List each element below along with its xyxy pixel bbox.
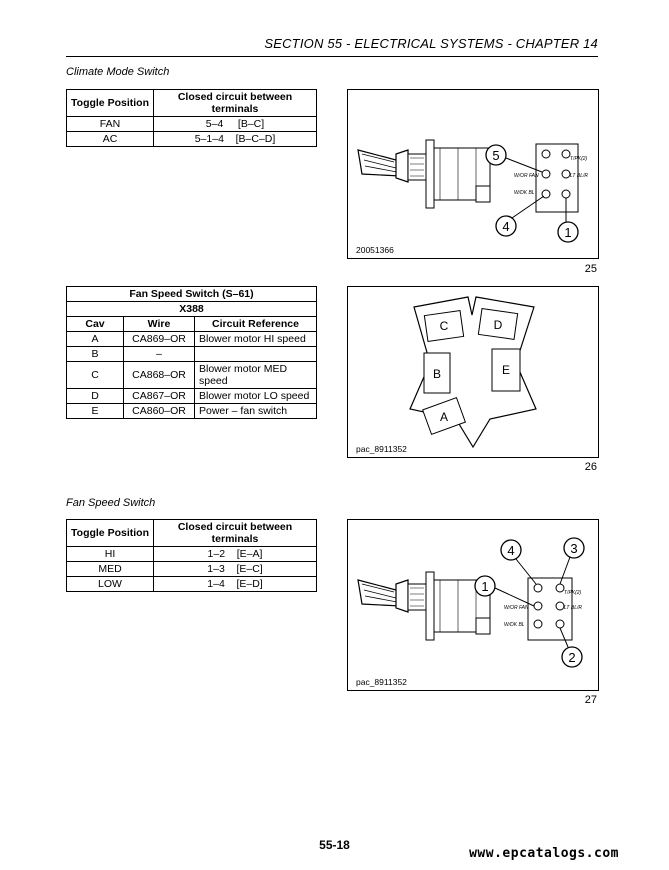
col-toggle-position: Toggle Position — [66, 519, 154, 547]
climate-switch-illustration: 5 4 1 T/PK(2) W/OR FAN LT BL/R W/DK BL — [357, 139, 588, 243]
wire: CA867–OR — [123, 388, 195, 404]
fan-switch-illustration: 4 3 1 2 T/PK(2) W/OR FAN LT BL/R W/DK BL — [357, 537, 585, 668]
col-toggle-position: Toggle Position — [66, 89, 154, 117]
col-closed-circuit: Closed circuit between terminals — [153, 519, 317, 547]
toggle-position: LOW — [66, 576, 154, 592]
wire-label: LT BL/R — [570, 173, 588, 179]
col-circuit-reference: Circuit Reference — [194, 316, 317, 332]
wire-label: T/PK(2) — [570, 156, 588, 162]
figure-id: pac_8911352 — [356, 444, 407, 454]
cavity-c: C — [440, 319, 449, 333]
callout-1: 1 — [481, 579, 488, 594]
figure-number: 27 — [584, 694, 597, 706]
wire-label: W/OR FAN — [514, 173, 539, 179]
table-row: B– — [66, 346, 317, 362]
toggle-position: MED — [66, 561, 154, 577]
figure-number: 25 — [584, 263, 597, 275]
circuit-reference — [194, 346, 317, 362]
closed-circuit: 5–4 [B–C] — [153, 116, 317, 132]
climate-mode-heading: Climate Mode Switch — [66, 66, 170, 78]
toggle-position: FAN — [66, 116, 154, 132]
table-row: AC 5–1–4 [B–C–D] — [66, 131, 317, 147]
col-wire: Wire — [123, 316, 195, 332]
connector-id: X388 — [66, 301, 317, 317]
table-row: MED 1–3 [E–C] — [66, 561, 317, 577]
page-header: SECTION 55 - ELECTRICAL SYSTEMS - CHAPTE… — [264, 36, 598, 51]
closed-circuit: 1–3 [E–C] — [153, 561, 317, 577]
figure-number: 26 — [584, 461, 597, 473]
table-title: Fan Speed Switch (S–61) — [66, 286, 317, 302]
toggle-position: AC — [66, 131, 154, 147]
wire-label: T/PK(2) — [564, 590, 582, 596]
cavity-d: D — [494, 318, 503, 332]
table-row: HI 1–2 [E–A] — [66, 546, 317, 562]
cavity-b: B — [433, 367, 441, 381]
fan-speed-heading: Fan Speed Switch — [66, 497, 156, 509]
watermark-site: www.epcatalogs.com — [469, 846, 619, 861]
figure-25: 5 4 1 T/PK(2) W/OR FAN LT BL/R W/DK BL 2… — [347, 89, 599, 259]
wire-label: W/DK BL — [504, 622, 525, 628]
wire-label: W/DK BL — [514, 190, 535, 196]
cavity-a: A — [440, 410, 448, 424]
closed-circuit: 1–4 [E–D] — [153, 576, 317, 592]
fan-speed-connector-table: Fan Speed Switch (S–61) X388 Cav Wire Ci… — [66, 286, 317, 419]
figure-27: 4 3 1 2 T/PK(2) W/OR FAN LT BL/R W/DK BL… — [347, 519, 599, 691]
page-number: 55-18 — [319, 838, 350, 852]
cav: A — [66, 331, 124, 347]
climate-mode-table: Toggle Position Closed circuit between t… — [66, 89, 317, 147]
col-cav: Cav — [66, 316, 124, 332]
callout-2: 2 — [568, 650, 575, 665]
callout-3: 3 — [570, 541, 577, 556]
table-row: LOW 1–4 [E–D] — [66, 576, 317, 592]
cav: E — [66, 403, 124, 419]
callout-4: 4 — [502, 219, 509, 234]
closed-circuit: 1–2 [E–A] — [153, 546, 317, 562]
wire: CA868–OR — [123, 361, 195, 389]
figure-id: 20051366 — [356, 245, 394, 255]
cav: B — [66, 346, 124, 362]
circuit-reference: Blower motor LO speed — [194, 388, 317, 404]
col-closed-circuit: Closed circuit between terminals — [153, 89, 317, 117]
table-row: FAN 5–4 [B–C] — [66, 116, 317, 132]
circuit-reference: Blower motor HI speed — [194, 331, 317, 347]
figure-26: C D B E A pac_8911352 — [347, 286, 599, 458]
wire: CA869–OR — [123, 331, 195, 347]
cav: C — [66, 361, 124, 389]
callout-1: 1 — [564, 225, 571, 240]
cavity-e: E — [502, 363, 510, 377]
wire-label: W/OR FAN — [504, 605, 529, 611]
header-rule — [66, 56, 598, 57]
figure-id: pac_8911352 — [356, 677, 407, 687]
wire: CA860–OR — [123, 403, 195, 419]
callout-4: 4 — [507, 543, 514, 558]
toggle-position: HI — [66, 546, 154, 562]
circuit-reference: Power – fan switch — [194, 403, 317, 419]
fan-speed-table: Toggle Position Closed circuit between t… — [66, 519, 317, 592]
wire: – — [123, 346, 195, 362]
closed-circuit: 5–1–4 [B–C–D] — [153, 131, 317, 147]
connector-face-illustration: C D B E A — [409, 296, 537, 449]
circuit-reference: Blower motor MED speed — [194, 361, 317, 389]
cav: D — [66, 388, 124, 404]
wire-label: LT BL/R — [564, 605, 582, 611]
callout-5: 5 — [492, 148, 499, 163]
